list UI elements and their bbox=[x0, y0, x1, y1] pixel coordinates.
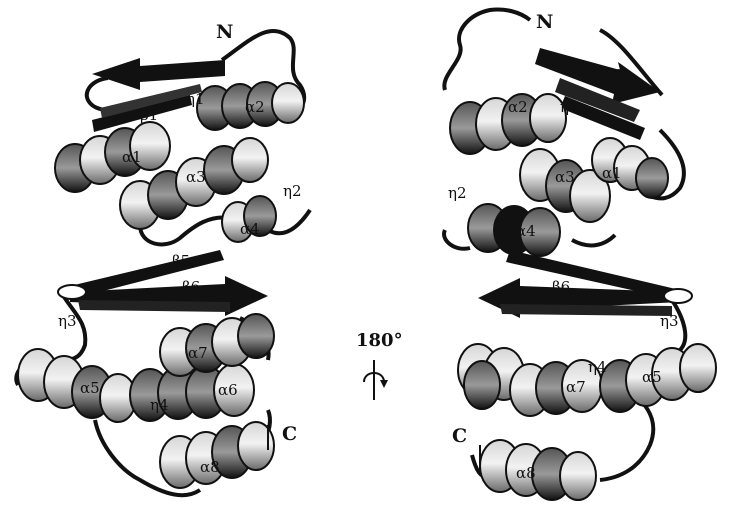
beta-strand-arrow bbox=[500, 304, 672, 316]
label-n-terminus: N bbox=[216, 21, 233, 43]
rotation-arrowhead bbox=[380, 380, 388, 388]
left-view-structure: N C β1 η1 α1 α2 α3 η2 α4 β5 β6 η3 α5 η4 … bbox=[16, 21, 310, 495]
label-beta6: β6 bbox=[552, 278, 570, 296]
coil-loop bbox=[572, 235, 615, 245]
label-eta2: η2 bbox=[448, 184, 467, 202]
beta-strand-arrow bbox=[78, 300, 230, 312]
label-c-terminus: C bbox=[282, 423, 297, 445]
label-eta4: η4 bbox=[150, 396, 169, 414]
coil-loop bbox=[444, 9, 530, 90]
helix-alpha4 bbox=[468, 204, 560, 256]
label-alpha5: α5 bbox=[642, 368, 662, 386]
helix-alpha5 bbox=[18, 349, 136, 422]
label-alpha4: α4 bbox=[240, 220, 260, 238]
label-eta2: η2 bbox=[283, 182, 302, 200]
label-beta1: β1 bbox=[140, 106, 158, 124]
label-n-terminus: N bbox=[536, 11, 553, 33]
label-alpha3: α3 bbox=[555, 168, 575, 186]
label-alpha7: α7 bbox=[566, 378, 586, 396]
label-eta3: η3 bbox=[58, 312, 77, 330]
label-alpha7: α7 bbox=[188, 344, 208, 362]
label-alpha6: α6 bbox=[218, 381, 238, 399]
label-alpha1: α1 bbox=[602, 164, 622, 182]
coil-loop bbox=[58, 285, 86, 299]
helix-alpha7 bbox=[160, 314, 274, 376]
rotation-indicator: 180° bbox=[356, 330, 403, 400]
label-alpha2: α2 bbox=[245, 98, 265, 116]
label-alpha5: α5 bbox=[80, 379, 100, 397]
coil-loop bbox=[600, 400, 653, 480]
label-eta1: η1 bbox=[186, 90, 205, 108]
label-beta6: β6 bbox=[182, 278, 200, 296]
label-alpha1: α1 bbox=[122, 148, 142, 166]
label-eta3: η3 bbox=[660, 312, 679, 330]
label-beta2: β2 bbox=[606, 66, 624, 84]
label-eta4: η4 bbox=[588, 358, 607, 376]
label-c-terminus: C bbox=[452, 425, 467, 447]
label-eta1: η1 bbox=[560, 98, 579, 116]
rotation-label: 180° bbox=[356, 330, 403, 351]
beta-strand-arrow bbox=[92, 58, 225, 90]
helix-alpha8 bbox=[480, 440, 596, 500]
label-alpha2: α2 bbox=[508, 98, 528, 116]
helix-alpha8 bbox=[160, 422, 274, 488]
coil-loop bbox=[664, 289, 692, 303]
right-view-structure: N C β2 η1 α1 α3 α2 η2 α4 β6 η3 η4 α7 α5 … bbox=[444, 9, 716, 500]
label-alpha8: α8 bbox=[516, 464, 536, 482]
label-alpha4: α4 bbox=[516, 222, 536, 240]
label-alpha3: α3 bbox=[186, 168, 206, 186]
label-alpha8: α8 bbox=[200, 458, 220, 476]
coil-loop bbox=[444, 230, 470, 249]
label-beta5: β5 bbox=[172, 252, 190, 270]
